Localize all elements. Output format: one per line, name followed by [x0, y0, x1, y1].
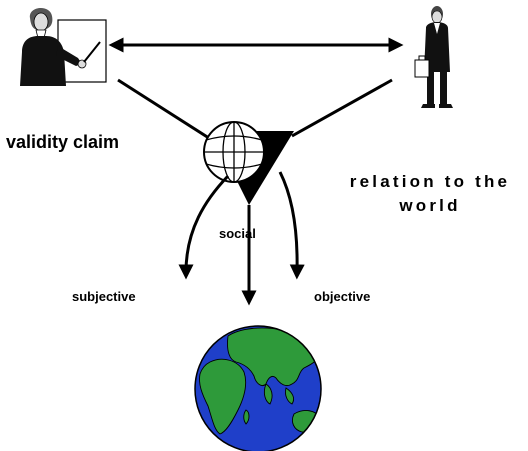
- relation-to-the-world-label: relation to the world: [330, 170, 528, 218]
- validity-claim-label: validity claim: [6, 132, 120, 152]
- teacher-icon: [20, 7, 107, 86]
- relation-label-line2: world: [399, 196, 461, 215]
- social-label: social: [219, 226, 256, 241]
- relation-label-line1: relation to the: [349, 172, 511, 191]
- hearer-line: [291, 78, 393, 138]
- objective-label: objective: [314, 289, 371, 304]
- subjective-label: subjective: [72, 289, 136, 304]
- businessman-icon: [414, 6, 453, 108]
- objective-arrow: [278, 171, 305, 280]
- wireframe-globe-icon: [203, 121, 265, 183]
- speaker-line: [117, 78, 213, 142]
- earth-globe-icon: [194, 325, 322, 451]
- subjective-arrow: [178, 174, 230, 280]
